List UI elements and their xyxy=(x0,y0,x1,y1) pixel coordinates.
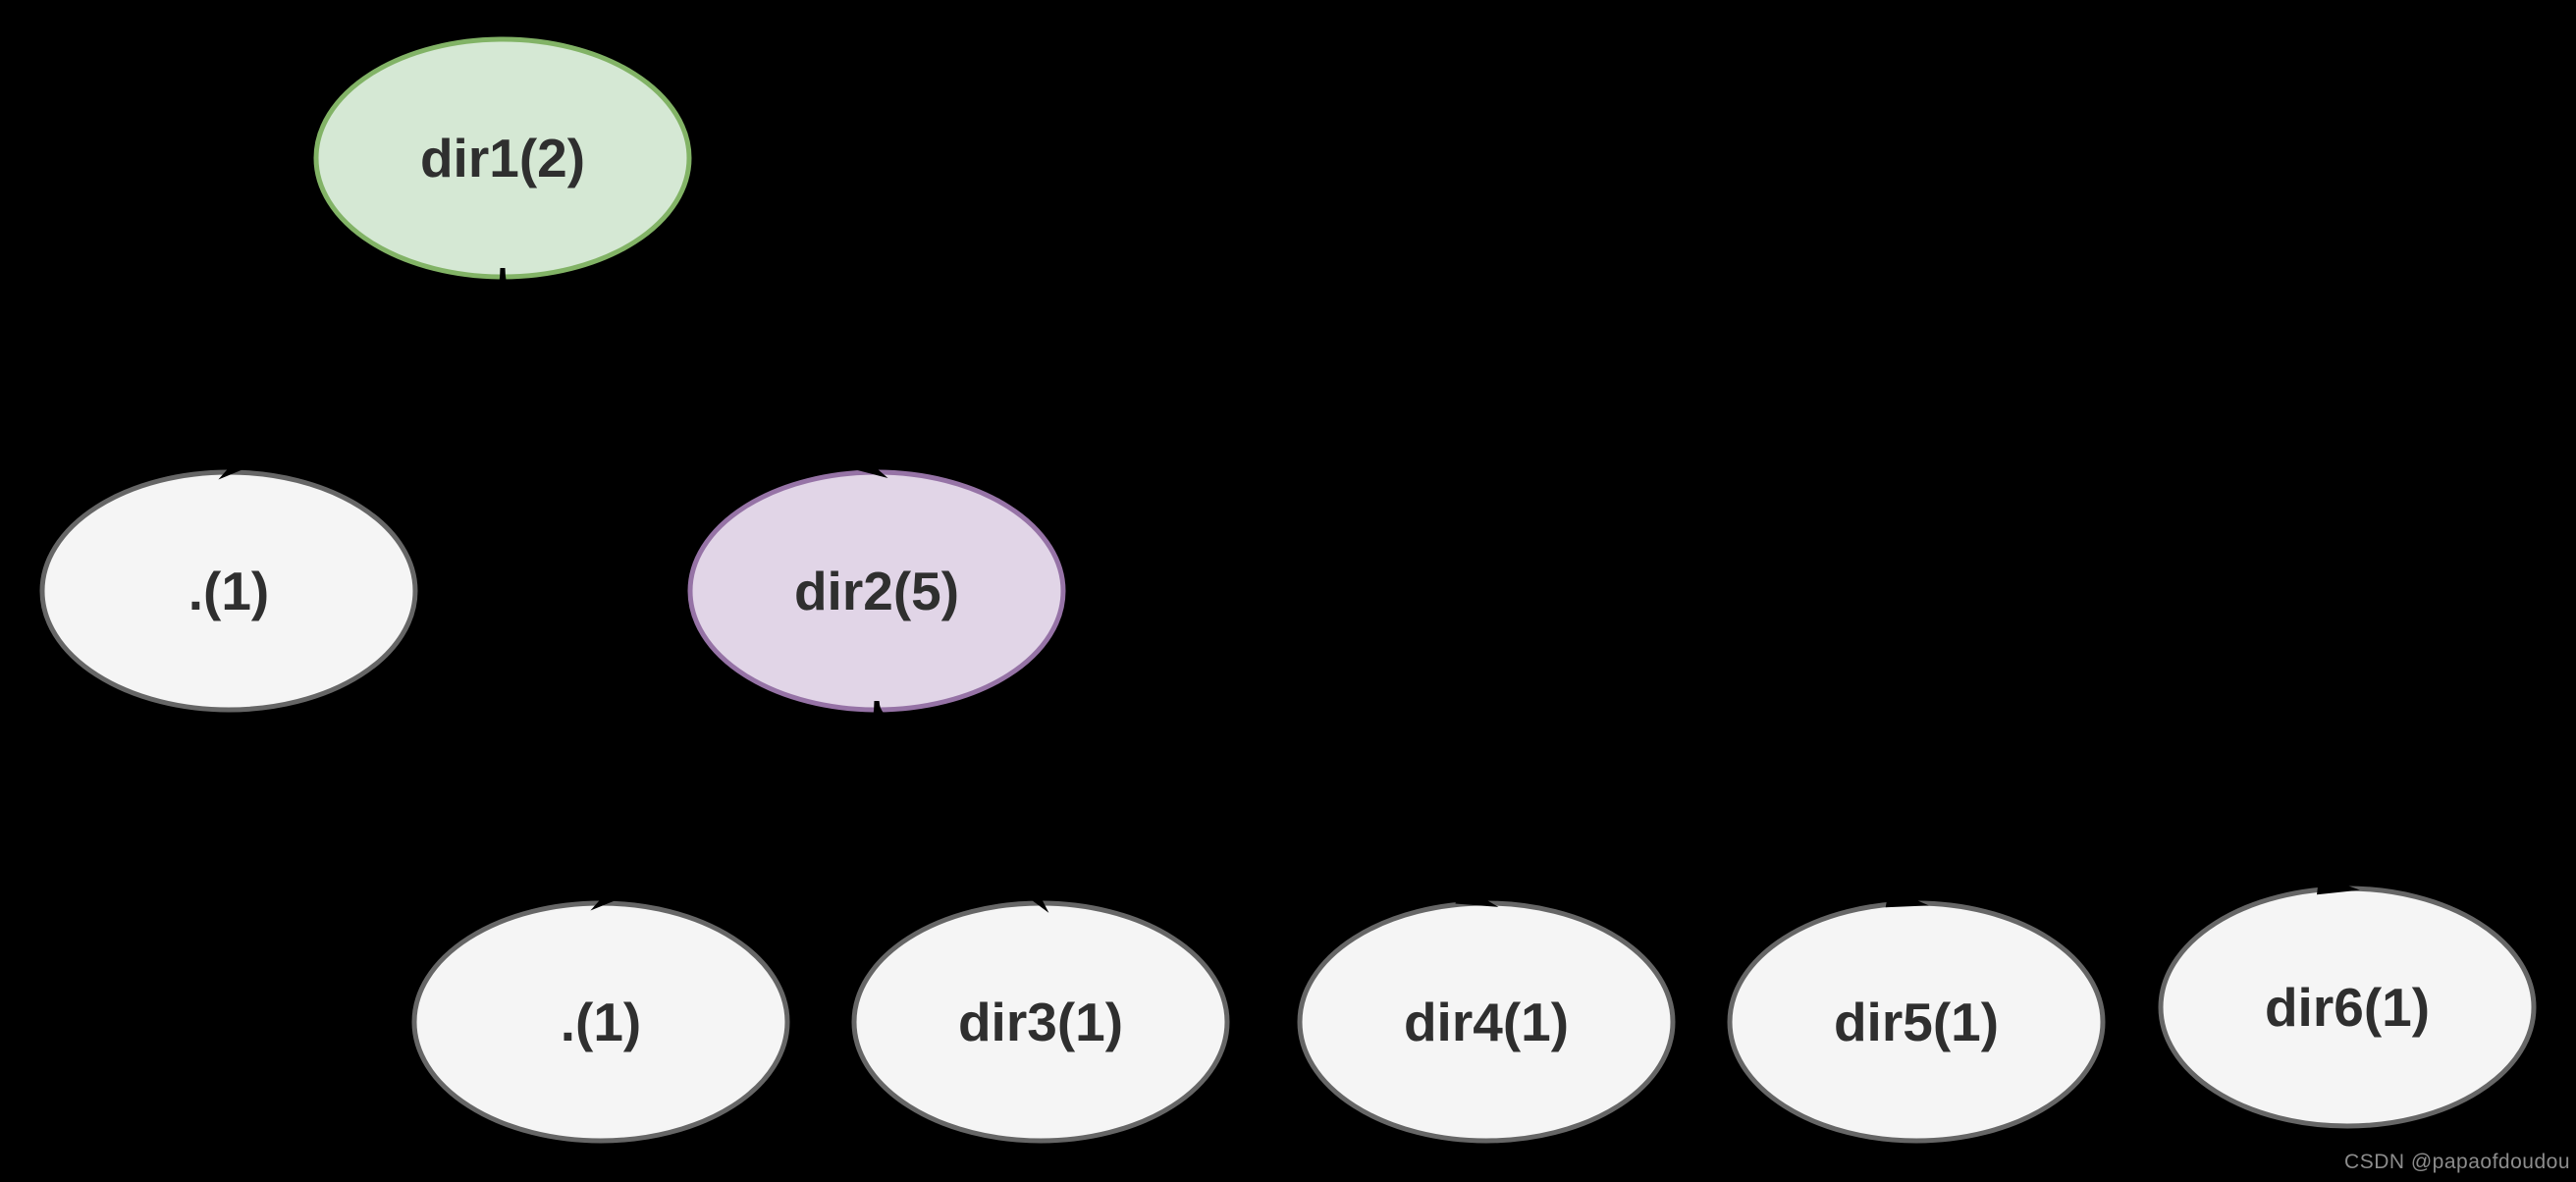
edge-dir1-dot_mid xyxy=(251,267,506,458)
edge-arrowhead-dir2-dir5 xyxy=(1885,887,1929,908)
edge-dir2-dir4 xyxy=(874,700,1459,897)
edge-dir2-dot_bottom xyxy=(623,700,880,889)
edge-arrowhead-dir2-dir4 xyxy=(1455,885,1499,907)
edge-dir2-dir5 xyxy=(874,700,1888,900)
node-label-dir3: dir3(1) xyxy=(958,992,1123,1052)
nodes-layer: dir1(2) .(1) dir2(5) .(1) dir3(1) dir4(1) dir5… xyxy=(39,36,2537,1144)
node-label-dir2: dir2(5) xyxy=(794,561,959,621)
node-label-dir5: dir5(1) xyxy=(1834,992,1999,1052)
edge-dir1-dir2 xyxy=(500,267,851,461)
edge-arrowhead-dir2-dir3 xyxy=(1014,874,1049,913)
edge-arrowhead-dir2-dir6 xyxy=(2317,875,2360,895)
edge-arrowhead-dir1-dir2 xyxy=(845,450,888,478)
node-label-dot_bottom: .(1) xyxy=(561,992,642,1052)
edges-layer xyxy=(218,267,2360,913)
edge-arrowhead-dir1-dot_mid xyxy=(218,447,259,480)
node-label-dir4: dir4(1) xyxy=(1404,992,1569,1052)
node-label-dir1: dir1(2) xyxy=(420,128,585,188)
edge-arrowhead-dir2-dot_bottom xyxy=(590,878,631,911)
node-label-dot_mid: .(1) xyxy=(188,561,270,621)
watermark-text: CSDN @papaofdoudou xyxy=(2344,1151,2570,1173)
edge-dir2-dir3 xyxy=(874,700,1023,884)
edge-dir2-dir6 xyxy=(874,700,2319,887)
node-label-dir6: dir6(1) xyxy=(2265,977,2430,1038)
